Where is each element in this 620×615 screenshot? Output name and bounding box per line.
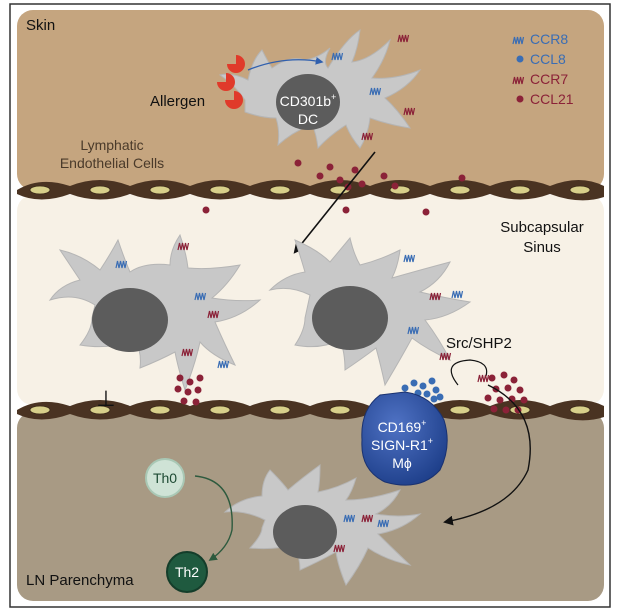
th2-label: Th2: [175, 564, 199, 580]
allergen-label: Allergen: [150, 93, 205, 110]
legend-ccl21-label: CCL21: [530, 91, 574, 107]
sinus-dendritic-cell-right: [268, 236, 472, 387]
differentiation-arrow: [194, 475, 233, 561]
skin-dendritic-cell: [218, 28, 422, 150]
endothelial-layer-top: [17, 180, 604, 201]
macrophage: [361, 391, 448, 486]
endothelial-layer-bottom: [17, 400, 604, 421]
dc-label-line2: DC: [298, 111, 318, 127]
sinus-left-dc-nucleus: [92, 288, 168, 352]
skin-label: Skin: [26, 17, 55, 34]
macrophage-label-line3: Mϕ: [392, 455, 412, 471]
src-shp2-label: Src/SHP2: [446, 335, 512, 352]
th0-label: Th0: [153, 470, 177, 486]
inhibition-symbol: ⊥: [96, 386, 115, 411]
ccl21-dots-left-cluster: [174, 374, 204, 406]
ccl21-dots-right-cluster: [484, 371, 528, 414]
legend-ccr8-label: CCR8: [530, 31, 568, 47]
lymphatic-label-line1: Lymphatic: [80, 137, 143, 153]
allergen-uptake-arrow: [247, 57, 324, 71]
legend: CCR8 CCL8 CCR7 CCL21: [512, 31, 574, 107]
lymphatic-label-line2: Endothelial Cells: [60, 155, 164, 171]
dc-migration-arrow-1: [293, 151, 376, 254]
legend-ccl21-symbol: [516, 95, 524, 103]
dc-nucleus: [276, 74, 340, 130]
legend-ccr7-label: CCR7: [530, 71, 568, 87]
src-shp2-signal-loop: [450, 359, 488, 386]
legend-ccl8-symbol: [516, 55, 524, 63]
macrophage-label-line1: CD169+: [378, 418, 427, 435]
sinus-right-dc-nucleus: [312, 286, 388, 350]
dc-label-line1: CD301b+: [280, 92, 337, 109]
allergens: [217, 55, 245, 109]
parenchyma-dc-nucleus: [273, 505, 337, 559]
legend-ccl8-label: CCL8: [530, 51, 566, 67]
th0-cell: [145, 458, 185, 498]
macrophage-label-line2: SIGN-R1+: [371, 436, 433, 453]
sinus-dendritic-cell-left: [48, 233, 262, 392]
subcapsular-label-line2: Sinus: [523, 239, 561, 256]
th2-cell: [166, 551, 208, 593]
parenchyma-dendritic-cell: [223, 464, 422, 587]
ln-parenchyma-label: LN Parenchyma: [26, 572, 134, 589]
dc-migration-arrow-2: [443, 384, 531, 526]
subcapsular-label-line1: Subcapsular: [500, 219, 583, 236]
